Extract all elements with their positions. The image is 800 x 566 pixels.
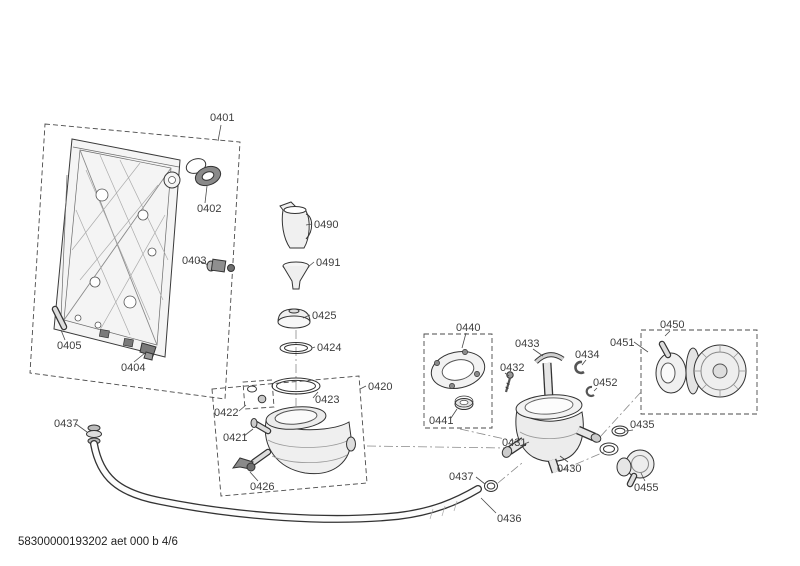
part-drawing-0455-drain-pump	[616, 449, 655, 488]
part-label-0404: 0404	[121, 362, 145, 374]
part-drawing-0441-nut	[454, 395, 474, 410]
part-label-0433: 0433	[515, 338, 539, 350]
part-drawing-0426-clip	[231, 457, 256, 472]
part-drawing-0425-cap	[277, 308, 311, 329]
part-label-0441: 0441	[429, 415, 453, 427]
part-label-0424: 0424	[317, 342, 341, 354]
part-drawing-0433-clamp	[534, 352, 565, 364]
part-labels: 0401 0402 0403 0404 0405 0437 0490 0491 …	[54, 112, 684, 525]
part-label-0422: 0422	[214, 407, 238, 419]
part-label-0450: 0450	[660, 319, 684, 331]
group-box-0450	[640, 329, 758, 415]
part-label-0426: 0426	[250, 481, 274, 493]
part-drawing-0436-drain-hose	[90, 440, 482, 523]
group-box-0440	[423, 333, 493, 429]
part-label-0431: 0431	[502, 437, 526, 449]
part-label-0437-left: 0437	[54, 418, 78, 430]
part-label-0455: 0455	[634, 482, 658, 494]
part-label-0436: 0436	[497, 513, 521, 525]
part-label-0423: 0423	[315, 394, 339, 406]
part-label-0437-right: 0437	[449, 471, 473, 483]
part-drawing-0402-seal-rings	[185, 158, 222, 187]
part-label-0405: 0405	[57, 340, 81, 352]
part-label-0490: 0490	[314, 219, 338, 231]
part-label-0421: 0421	[223, 432, 247, 444]
assembly-axis-lines	[295, 330, 642, 484]
part-drawing-0422-small-parts	[247, 385, 267, 404]
part-label-0401: 0401	[210, 112, 234, 124]
group-box-0401	[29, 123, 241, 400]
part-drawing-0423-oring	[271, 377, 321, 395]
part-drawing-0434-clip	[574, 360, 585, 375]
part-drawing-0404-bracket	[139, 342, 157, 361]
part-label-0425: 0425	[312, 310, 336, 322]
part-drawing-0403-fitting	[206, 258, 235, 273]
part-drawing-0437-oring	[484, 480, 498, 492]
part-drawing-0421-fitting	[250, 418, 272, 435]
part-drawing-0440-flange	[430, 349, 486, 389]
part-drawing-0432-screw	[504, 371, 514, 393]
part-label-0432: 0432	[500, 362, 524, 374]
part-label-0491: 0491	[316, 257, 340, 269]
document-number: 58300000193202 aet 000 b 4/6	[18, 536, 178, 548]
part-drawing-0401-frame-panel	[53, 138, 181, 358]
part-drawing-0420-pump-housing	[250, 406, 356, 475]
part-label-0402: 0402	[197, 203, 221, 215]
part-label-0434: 0434	[575, 349, 599, 361]
part-label-0452: 0452	[593, 377, 617, 389]
part-drawing-0452-clip	[585, 385, 595, 398]
part-drawing-0451-circulation-pump	[655, 340, 747, 398]
part-label-0403: 0403	[182, 255, 206, 267]
part-label-0420: 0420	[368, 381, 392, 393]
group-box-0420	[211, 375, 368, 497]
part-label-0451: 0451	[610, 337, 634, 349]
part-drawing-0435-orings	[599, 425, 629, 456]
part-label-0430: 0430	[557, 463, 581, 475]
part-label-0435: 0435	[630, 419, 654, 431]
part-drawing-0405-pin	[51, 305, 68, 331]
part-drawing-0491-funnel	[282, 261, 310, 290]
leader-lines	[60, 124, 671, 514]
part-label-0440: 0440	[456, 322, 480, 334]
group-box-0422	[242, 379, 275, 410]
part-drawing-0430-sump	[501, 362, 602, 474]
